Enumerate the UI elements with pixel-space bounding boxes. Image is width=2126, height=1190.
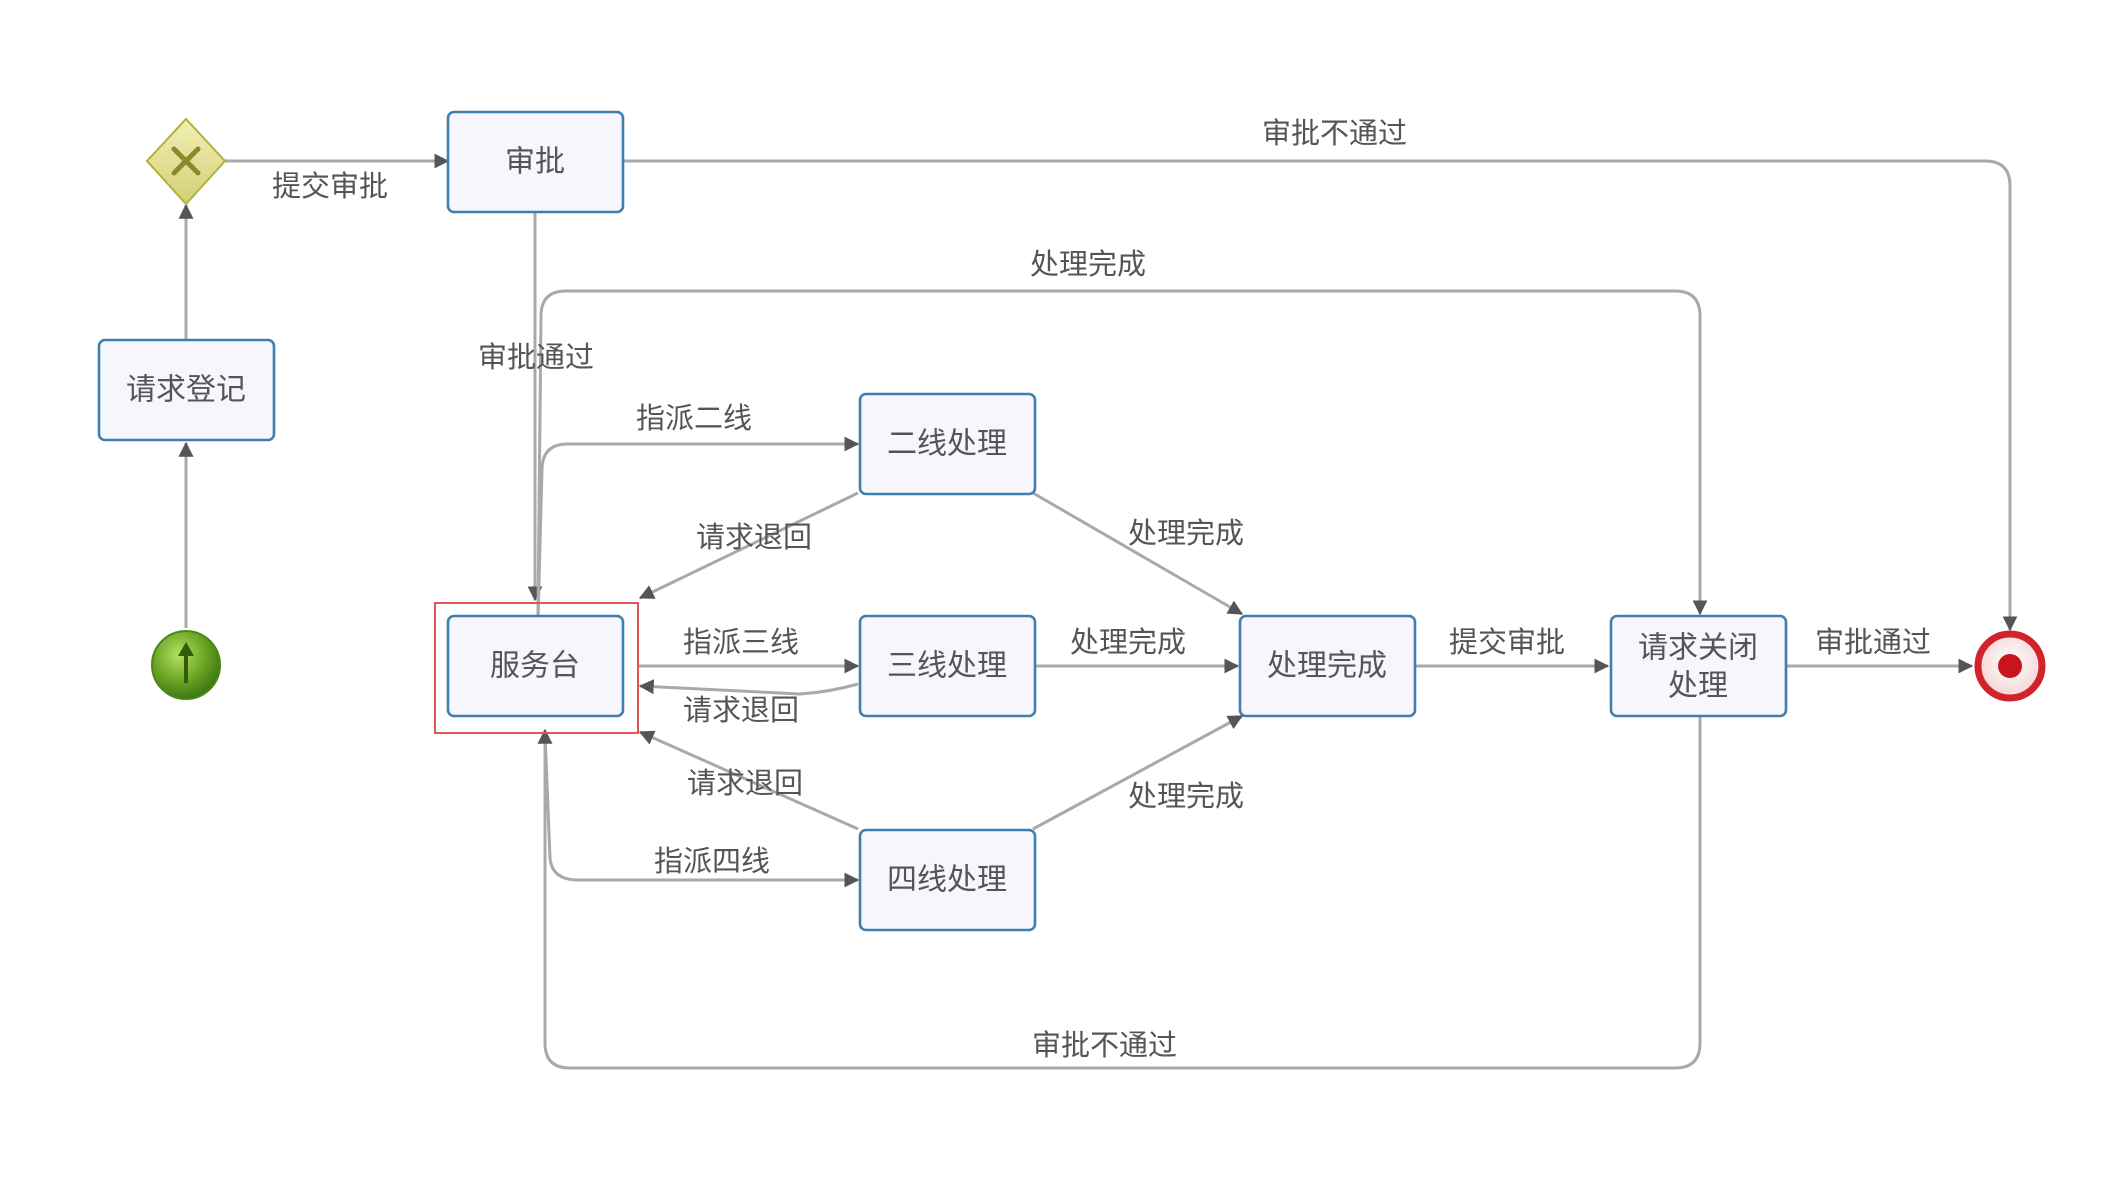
node-approval[interactable]: 审批: [446, 110, 625, 214]
edge-label-submit-approval-top: 提交审批: [272, 169, 388, 203]
edge-label-submit-approval-right: 提交审批: [1449, 625, 1565, 659]
edge-line4-return[interactable]: [638, 730, 859, 831]
node-request-register[interactable]: 请求登记: [97, 338, 276, 442]
node-request-close-label-line2: 处理: [1668, 669, 1728, 704]
node-approval-label: 审批: [505, 145, 565, 180]
node-service-desk[interactable]: 服务台: [446, 614, 625, 718]
edge-approval-rejected-to-end[interactable]: [623, 159, 2018, 632]
selection-frame: [434, 602, 639, 734]
edge-line4-done[interactable]: [1032, 714, 1244, 831]
node-line2-label: 二线处理: [887, 427, 1007, 462]
edge-label-approval-rejected-top: 审批不通过: [1262, 116, 1407, 150]
node-line4-label: 四线处理: [887, 863, 1007, 898]
edge-desk-done-to-close[interactable]: [536, 289, 1708, 616]
edge-label-line3-done: 处理完成: [1070, 625, 1186, 659]
edge-label-approval-rejected-bottom: 审批不通过: [1032, 1028, 1177, 1062]
edge-assign-line4[interactable]: [543, 732, 860, 888]
edge-label-assign-line3: 指派三线: [683, 625, 799, 659]
node-request-register-label: 请求登记: [126, 373, 246, 408]
start-event[interactable]: [151, 630, 221, 700]
edge-close-rejected-to-desk[interactable]: [537, 717, 1702, 1070]
edge-label-approval-passed-right: 审批通过: [1815, 625, 1931, 659]
edge-label-assign-line4: 指派四线: [654, 844, 770, 878]
edge-label-process-done-top: 处理完成: [1030, 247, 1146, 281]
end-event[interactable]: [1974, 630, 2046, 702]
edge-line3-return[interactable]: [638, 679, 859, 696]
end-event-target-icon: [1998, 654, 2022, 678]
start-event-arrow-up-icon: [178, 642, 194, 683]
edge-label-approval-passed-left: 审批通过: [478, 340, 594, 374]
edge-line2-return[interactable]: [638, 491, 859, 600]
edge-label-line4-done: 处理完成: [1128, 779, 1244, 813]
edge-line2-done[interactable]: [1032, 491, 1244, 616]
edge-label-return-line2: 请求退回: [696, 520, 812, 554]
edge-label-assign-line2: 指派二线: [636, 401, 752, 435]
node-line2[interactable]: 二线处理: [858, 392, 1037, 496]
node-request-close-label-line1: 请求关闭: [1638, 631, 1758, 666]
node-request-close[interactable]: 请求关闭 处理: [1609, 614, 1788, 718]
edge-assign-line2[interactable]: [536, 436, 860, 621]
exclusive-gateway-x-icon: [171, 146, 201, 176]
edge-label-return-line4: 请求退回: [687, 766, 803, 800]
exclusive-gateway[interactable]: [145, 117, 227, 206]
node-process-done[interactable]: 处理完成: [1238, 614, 1417, 718]
edge-label-return-line3: 请求退回: [683, 693, 799, 727]
node-line3[interactable]: 三线处理: [858, 614, 1037, 718]
node-service-desk-label: 服务台: [490, 649, 580, 684]
node-line3-label: 三线处理: [887, 649, 1007, 684]
node-process-done-label: 处理完成: [1267, 649, 1387, 684]
node-line4[interactable]: 四线处理: [858, 828, 1037, 932]
edge-label-line2-done: 处理完成: [1128, 516, 1244, 550]
